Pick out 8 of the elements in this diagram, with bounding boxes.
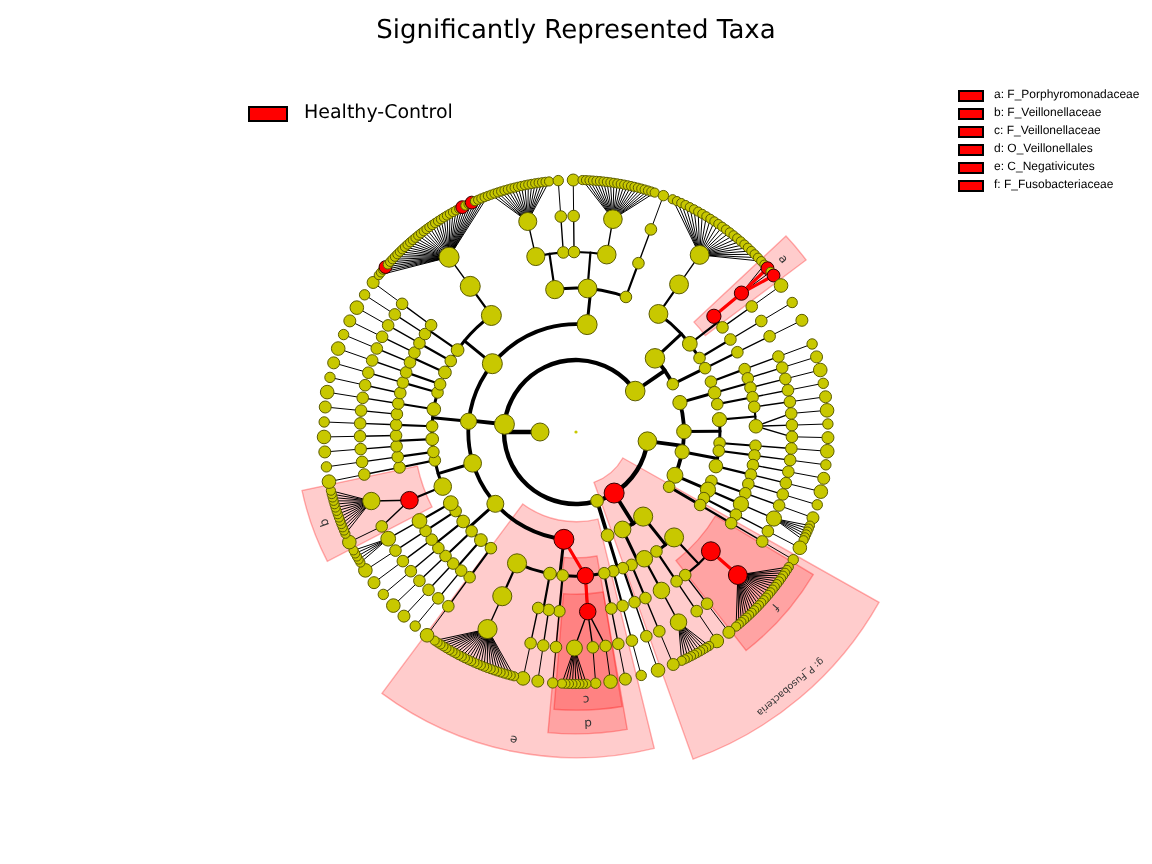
highlight-band <box>694 235 807 335</box>
legend-label: Healthy-Control <box>304 102 453 124</box>
highlight-band <box>381 504 654 758</box>
highlight-band <box>675 515 813 650</box>
highlight-band <box>548 556 628 734</box>
highlight-band <box>302 465 433 561</box>
chart-title: Significantly Represented Taxa <box>376 16 776 46</box>
highlight-band <box>553 591 622 710</box>
